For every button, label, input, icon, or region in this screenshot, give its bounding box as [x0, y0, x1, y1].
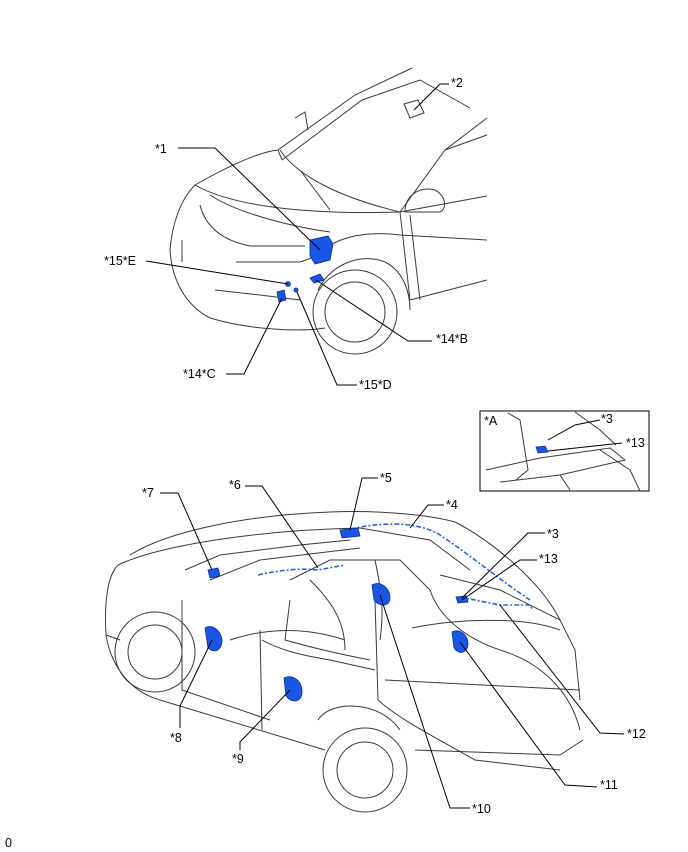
front-car-outline [169, 67, 488, 355]
callout-15e: *15*E [104, 254, 136, 268]
inset-part-13 [535, 445, 549, 454]
part-9-rear-door-speaker [283, 676, 303, 702]
callout-5: *5 [380, 471, 392, 485]
part-14c-sensor [276, 289, 287, 303]
wire-harness-12 [459, 596, 534, 611]
part-8-front-door-speaker [204, 626, 223, 652]
callout-2: *2 [451, 76, 463, 90]
part-1-front-speaker [309, 235, 334, 265]
callout-13: *13 [539, 552, 558, 566]
part-14b-sensor [309, 273, 325, 284]
part-15d-sensor [293, 287, 299, 293]
callout-10: *10 [472, 802, 491, 816]
front-leaders [145, 83, 449, 386]
callout-6: *6 [229, 478, 241, 492]
callout-8: *8 [170, 731, 182, 745]
part-7-tweeter [207, 567, 221, 579]
callout-3: *3 [547, 527, 559, 541]
callout-1: *1 [155, 142, 167, 156]
wire-harness-4 [339, 523, 531, 601]
callout-12: *12 [627, 727, 646, 741]
inset-a [479, 410, 650, 492]
figure-id: 0 [5, 836, 12, 850]
callout-9: *9 [232, 752, 244, 766]
callout-14c: *14*C [183, 367, 216, 381]
callout-14b: *14*B [436, 332, 468, 346]
inset-tag: *A [484, 414, 498, 428]
callout-11: *11 [600, 778, 618, 792]
inset-callout-13: *13 [626, 436, 645, 450]
callout-7: *7 [142, 486, 154, 500]
part-2-roof-module [403, 99, 425, 119]
callout-15d: *15*D [359, 378, 392, 392]
part-10-speaker [371, 583, 391, 606]
inset-callout-3: *3 [601, 412, 613, 426]
wire-harness-6 [257, 564, 346, 576]
rear-leaders [160, 477, 625, 809]
front-parts [276, 99, 425, 303]
rear-car-outline [105, 511, 584, 813]
callout-4: *4 [446, 498, 458, 512]
part-5-roof-module [339, 527, 361, 539]
